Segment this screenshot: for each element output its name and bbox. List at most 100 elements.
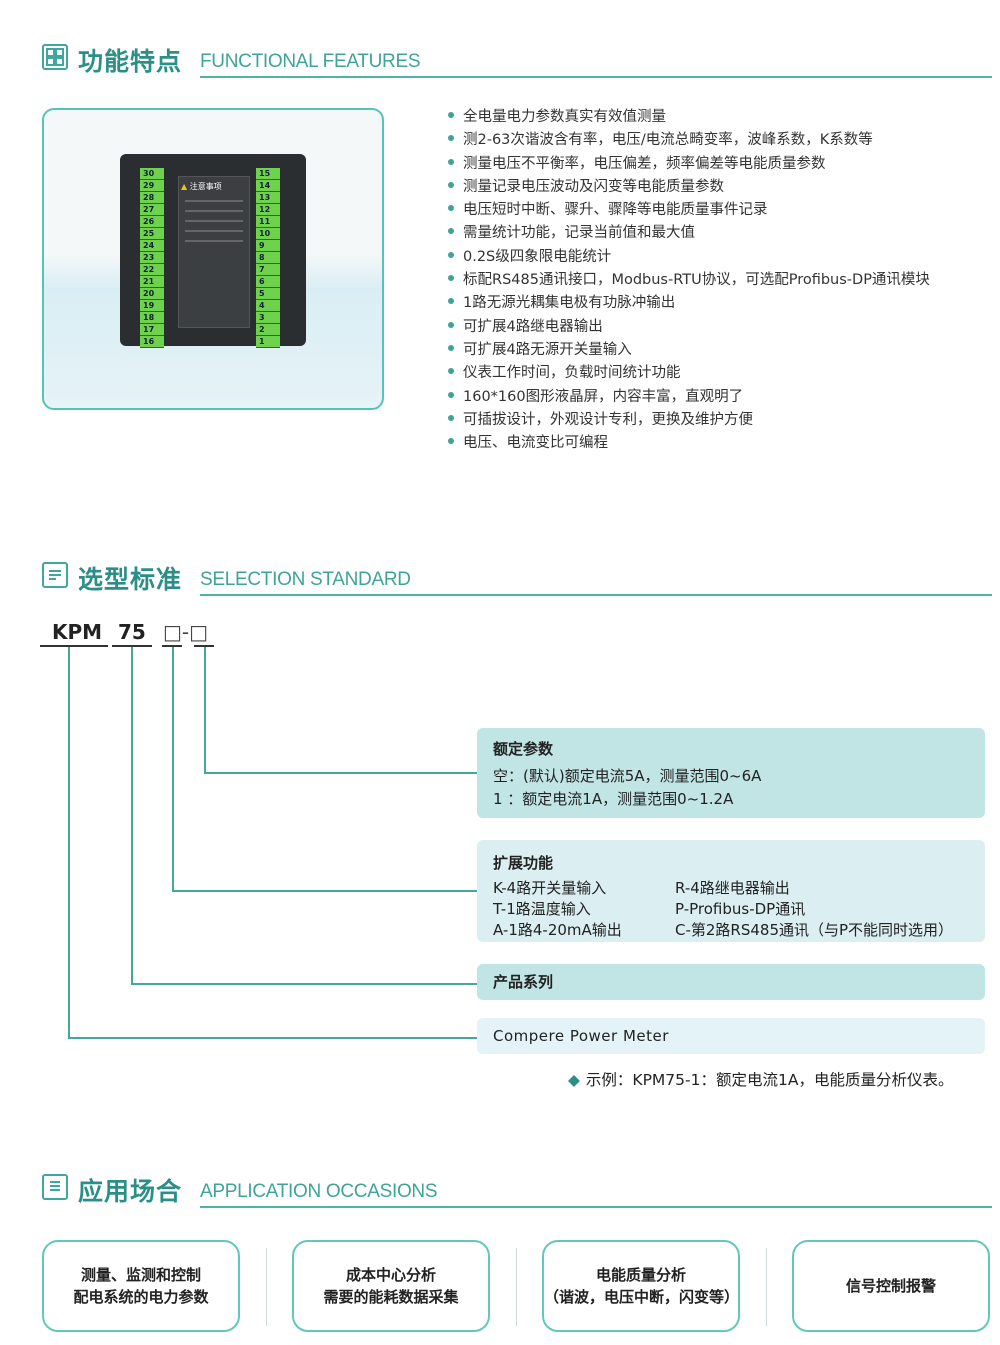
terminal-number: 24 <box>143 241 155 250</box>
terminal-number: 23 <box>143 253 155 262</box>
bullet-icon <box>448 135 454 142</box>
bullet-icon <box>448 321 454 328</box>
underline <box>40 645 108 647</box>
terminal-number: 3 <box>259 313 265 322</box>
terminal-number: 19 <box>143 301 155 310</box>
extension-option: R-4路继电器输出 <box>675 879 790 897</box>
feature-text: 可扩展4路继电器输出 <box>463 318 603 335</box>
occasion-card: 电能质量分析（谐波，电压中断，闪变等） <box>542 1240 740 1332</box>
terminal-number: 8 <box>259 253 265 262</box>
rated-parameters-box: 额定参数 空：(默认)额定电流5A，测量范围0~6A 1 ：额定电流1A，测量范… <box>477 728 985 818</box>
terminal-slot: 25 <box>140 229 164 240</box>
terminal-slot: 30 <box>140 169 164 180</box>
bullet-icon <box>448 391 454 398</box>
feature-item: 160*160图形液晶屏，内容丰富，直观明了 <box>448 385 998 408</box>
divider <box>266 1248 267 1326</box>
terminal-number: 13 <box>259 193 271 202</box>
section-divider <box>200 594 992 596</box>
bullet-icon <box>448 158 454 165</box>
connector-line <box>172 890 477 892</box>
document-icon <box>42 562 68 588</box>
terminal-number: 25 <box>143 229 155 238</box>
feature-item: 1路无源光耦集电极有功脉冲输出 <box>448 291 998 314</box>
feature-text: 电压、电流变比可编程 <box>463 435 608 452</box>
section-divider <box>200 1206 992 1208</box>
terminal-slot: 17 <box>140 325 164 336</box>
terminal-slot: 21 <box>140 277 164 288</box>
feature-item: 电压短时中断、骤升、骤降等电能质量事件记录 <box>448 198 998 221</box>
selection-header: 选型标准 SELECTION STANDARD <box>42 560 992 596</box>
underline <box>194 645 214 647</box>
feature-item: 仪表工作时间，负载时间统计功能 <box>448 361 998 384</box>
terminal-number: 4 <box>259 301 265 310</box>
occasion-line: 成本中心分析 <box>345 1266 436 1284</box>
terminal-slot: 14 <box>256 181 280 192</box>
terminal-slot: 1 <box>256 337 280 348</box>
terminal-number: 7 <box>259 265 265 274</box>
model-code-75: 75 <box>118 620 146 644</box>
terminal-slot: 24 <box>140 241 164 252</box>
terminal-number: 10 <box>259 229 271 238</box>
bullet-icon <box>448 205 454 212</box>
occasion-card: 信号控制报警 <box>792 1240 990 1332</box>
feature-text: 可插拔设计，外观设计专利，更换及维护方便 <box>463 411 753 428</box>
grid-icon <box>42 44 68 70</box>
rated-line-1: 空：(默认)额定电流5A，测量范围0~6A <box>493 767 762 785</box>
feature-text: 测量记录电压波动及闪变等电能质量参数 <box>463 178 724 195</box>
occasion-line: 电能质量分析 <box>595 1266 686 1284</box>
connector-line <box>131 983 477 985</box>
bullet-icon <box>448 275 454 282</box>
model-code-options: □-□ <box>163 620 209 644</box>
occasion-line: 信号控制报警 <box>845 1277 936 1295</box>
terminal-slot: 8 <box>256 253 280 264</box>
bullet-icon <box>448 228 454 235</box>
feature-text: 0.2S级四象限电能统计 <box>463 248 612 265</box>
extension-option: T-1路温度输入 <box>493 900 591 918</box>
example-text: 示例：KPM75-1：额定电流1A，电能质量分析仪表。 <box>585 1071 954 1089</box>
section-divider <box>200 76 992 78</box>
feature-item: 需量统计功能，记录当前值和最大值 <box>448 221 998 244</box>
bullet-icon <box>448 438 454 445</box>
terminal-slot: 4 <box>256 301 280 312</box>
extension-title: 扩展功能 <box>493 854 554 872</box>
list-icon <box>42 1174 68 1200</box>
connector-line <box>204 647 206 774</box>
feature-text: 全电量电力参数真实有效值测量 <box>463 109 666 125</box>
terminal-number: 20 <box>143 289 155 298</box>
features-title-cn: 功能特点 <box>78 47 183 76</box>
feature-item: 标配RS485通讯接口，Modbus-RTU协议，可选配Profibus-DP通… <box>448 268 998 291</box>
terminal-slot: 11 <box>256 217 280 228</box>
terminal-number: 17 <box>143 325 155 334</box>
feature-item: 0.2S级四象限电能统计 <box>448 245 998 268</box>
connector-line <box>68 647 70 1039</box>
terminal-number: 16 <box>143 337 155 346</box>
terminal-number: 29 <box>143 181 155 190</box>
occasion-line: 需要的能耗数据采集 <box>323 1288 459 1306</box>
terminal-number: 30 <box>143 169 155 178</box>
occasion-line: 测量、监测和控制 <box>80 1266 201 1284</box>
feature-item: 测2-63次谐波含有率，电压/电流总畸变率，波峰系数，K系数等 <box>448 128 998 151</box>
terminal-number: 22 <box>143 265 155 274</box>
terminal-number: 14 <box>259 181 271 190</box>
selection-title-cn: 选型标准 <box>78 565 183 594</box>
warning-sticker: ▲ 注意事项 <box>178 176 250 328</box>
feature-list: 全电量电力参数真实有效值测量测2-63次谐波含有率，电压/电流总畸变率，波峰系数… <box>448 105 998 454</box>
underline <box>162 645 182 647</box>
terminal-slot: 26 <box>140 217 164 228</box>
terminal-slot: 15 <box>256 169 280 180</box>
divider <box>766 1248 767 1326</box>
terminal-number: 2 <box>259 325 265 334</box>
terminal-slot: 23 <box>140 253 164 264</box>
product-series-box: 产品系列 <box>477 964 985 1000</box>
rated-line-2: 1 ：额定电流1A，测量范围0~1.2A <box>493 790 734 808</box>
warning-icon: ▲ <box>181 182 188 191</box>
application-title-cn: 应用场合 <box>78 1177 183 1206</box>
terminal-slot: 13 <box>256 193 280 204</box>
feature-item: 测量记录电压波动及闪变等电能质量参数 <box>448 175 998 198</box>
features-title-en: FUNCTIONAL FEATURES <box>200 51 421 72</box>
feature-item: 测量电压不平衡率，电压偏差，频率偏差等电能质量参数 <box>448 152 998 175</box>
terminal-slot: 12 <box>256 205 280 216</box>
bullet-icon <box>448 251 454 258</box>
